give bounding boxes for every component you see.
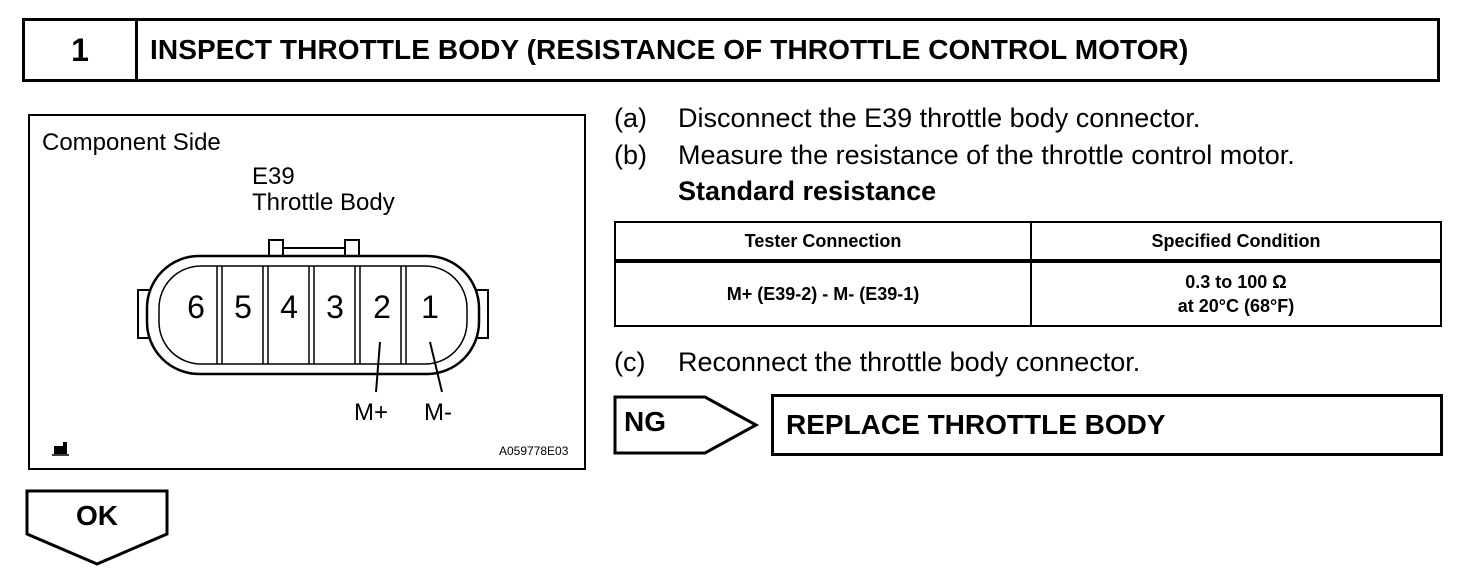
ng-action: REPLACE THROTTLE BODY (771, 394, 1443, 456)
column-header: Tester Connection (614, 221, 1032, 263)
connector-illustration: 6 5 4 3 2 1 Component Side E39 Throttle … (28, 114, 586, 470)
step-text: Disconnect the E39 throttle body connect… (678, 103, 1201, 133)
table-row: M+ (E39-2) - M- (E39-1) 0.3 to 100 Ω at … (614, 260, 1442, 327)
component-side-label: Component Side (42, 129, 221, 156)
step-text: Reconnect the throttle body connector. (678, 347, 1141, 377)
spec-table: Tester Connection Specified Condition M+… (614, 221, 1442, 327)
illustration-code: A059778E03 (499, 444, 569, 458)
ok-arrow-icon (25, 489, 169, 566)
pin-label: 3 (326, 289, 344, 325)
step-number: 1 (25, 21, 138, 79)
step-label: (a) (614, 103, 647, 133)
step-label: (c) (614, 347, 646, 377)
step-label: (b) (614, 140, 647, 170)
ok-label: OK (76, 500, 118, 531)
lead-line-minus (429, 341, 443, 393)
pin-label: 2 (373, 289, 391, 325)
ng-arrow-icon (613, 395, 760, 455)
lead-plus-label: M+ (354, 399, 389, 426)
tester-connection-cell: M+ (E39-2) - M- (E39-1) (614, 260, 1032, 327)
step-a: (a) Disconnect the E39 throttle body conn… (614, 102, 1200, 134)
ng-arrow: NG (612, 394, 760, 456)
pin-label: 6 (187, 289, 205, 325)
ok-arrow: OK (24, 488, 170, 568)
condition-line: at 20°C (68°F) (1177, 296, 1295, 316)
table-header-row: Tester Connection Specified Condition (614, 221, 1442, 263)
step-b: (b) Measure the resistance of the throttl… (614, 139, 1295, 171)
pin-label: 4 (280, 289, 298, 325)
condition-line: 0.3 to 100 Ω (1185, 272, 1287, 292)
illustration-mark-icon (52, 442, 69, 456)
column-header: Specified Condition (1030, 221, 1442, 263)
lead-minus-label: M- (424, 399, 452, 426)
step-title: INSPECT THROTTLE BODY (RESISTANCE OF THR… (150, 34, 1189, 65)
connector-drawing: 6 5 4 3 2 1 (52, 239, 489, 456)
ng-label: NG (624, 406, 666, 437)
connector-name: Throttle Body (252, 189, 395, 216)
connector-code: E39 (252, 163, 295, 190)
step-c: (c) Reconnect the throttle body connector… (614, 346, 1140, 378)
standard-heading: Standard resistance (678, 176, 937, 206)
specified-condition-cell: 0.3 to 100 Ω at 20°C (68°F) (1030, 260, 1442, 327)
pin-label: 5 (234, 289, 252, 325)
step-text: Measure the resistance of the throttle c… (678, 140, 1295, 170)
pin-label: 1 (421, 289, 439, 325)
lead-line-plus (375, 341, 381, 393)
step-header: 1 INSPECT THROTTLE BODY (RESISTANCE OF T… (22, 18, 1440, 82)
